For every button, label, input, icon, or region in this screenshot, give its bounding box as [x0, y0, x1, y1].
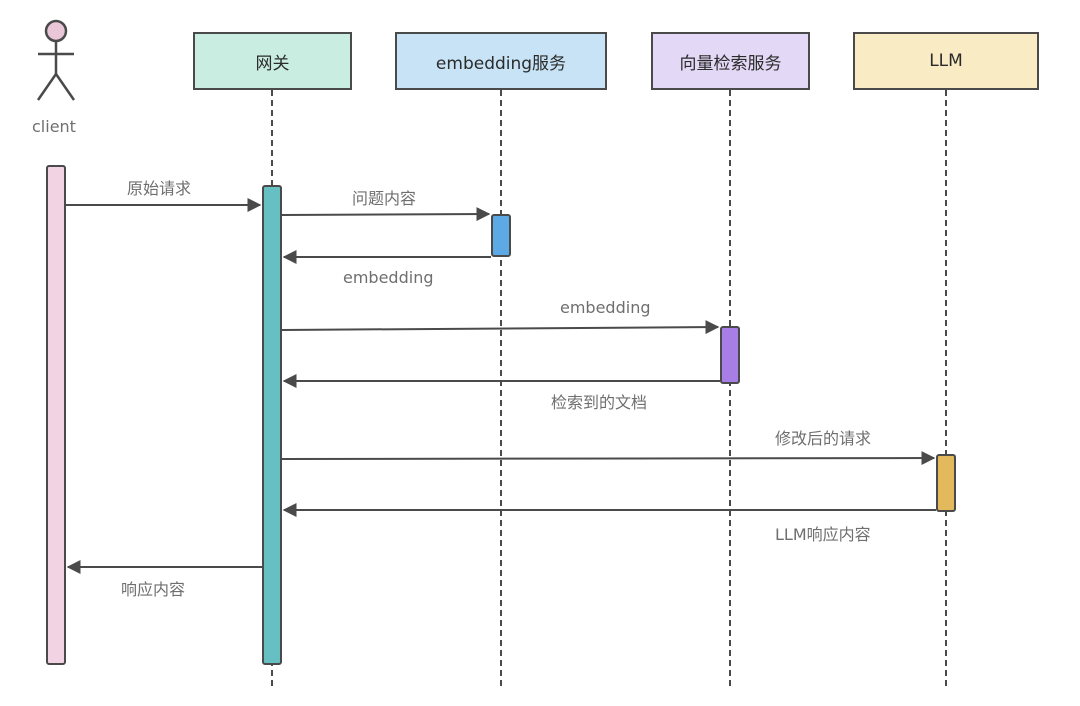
llm-activation-bar — [936, 454, 956, 512]
message-label-embedding-to-vector: embedding — [560, 298, 651, 317]
message-label-question-content: 问题内容 — [352, 189, 417, 208]
arrow-modified-request — [281, 451, 936, 466]
embedding-service-label: embedding服务 — [435, 53, 567, 74]
gateway-label: 网关 — [255, 53, 290, 74]
message-label-llm-response: LLM响应内容 — [775, 525, 871, 544]
client-label: client — [32, 117, 76, 136]
llm-label: LLM — [929, 51, 963, 71]
message-label-retrieved-docs: 检索到的文档 — [551, 393, 648, 412]
embedding-service-participant: embedding服务 — [395, 32, 607, 90]
vector-search-label: 向量检索服务 — [679, 53, 782, 74]
client-actor-icon — [36, 19, 76, 101]
actor-right-leg — [54, 73, 76, 101]
actor-left-leg — [36, 73, 58, 101]
client-activation-bar — [46, 165, 66, 665]
message-label-original-request: 原始请求 — [127, 179, 192, 198]
message-label-modified-request: 修改后的请求 — [775, 429, 872, 448]
arrow-embedding-to-vector — [281, 320, 720, 335]
llm-participant: LLM — [853, 32, 1039, 90]
llm-lifeline — [945, 90, 947, 686]
vector-search-lifeline — [729, 90, 731, 686]
message-label-embedding-return: embedding — [343, 268, 434, 287]
vector-search-participant: 向量检索服务 — [651, 32, 810, 90]
arrow-question-content — [281, 207, 491, 222]
embedding-service-lifeline — [500, 90, 502, 686]
embedding-service-activation-bar — [491, 214, 511, 257]
gateway-participant: 网关 — [193, 32, 352, 90]
vector-search-activation-bar — [720, 326, 740, 384]
message-label-response-content: 响应内容 — [121, 580, 186, 599]
gateway-activation-bar — [262, 185, 282, 665]
